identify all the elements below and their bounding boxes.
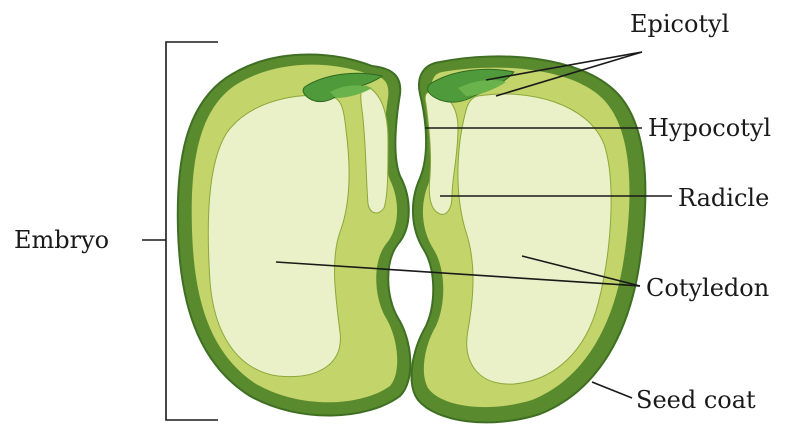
label-epicotyl: Epicotyl (630, 10, 729, 38)
label-embryo: Embryo (14, 226, 109, 254)
seed-coat-leader (592, 382, 632, 398)
label-radicle: Radicle (678, 184, 769, 212)
right-cotyledon-half (412, 56, 646, 422)
label-cotyledon: Cotyledon (646, 274, 769, 302)
left-cotyledon-inner (208, 95, 349, 376)
label-seed-coat: Seed coat (636, 386, 756, 414)
label-hypocotyl: Hypocotyl (648, 114, 771, 142)
left-cotyledon-half (178, 55, 411, 416)
